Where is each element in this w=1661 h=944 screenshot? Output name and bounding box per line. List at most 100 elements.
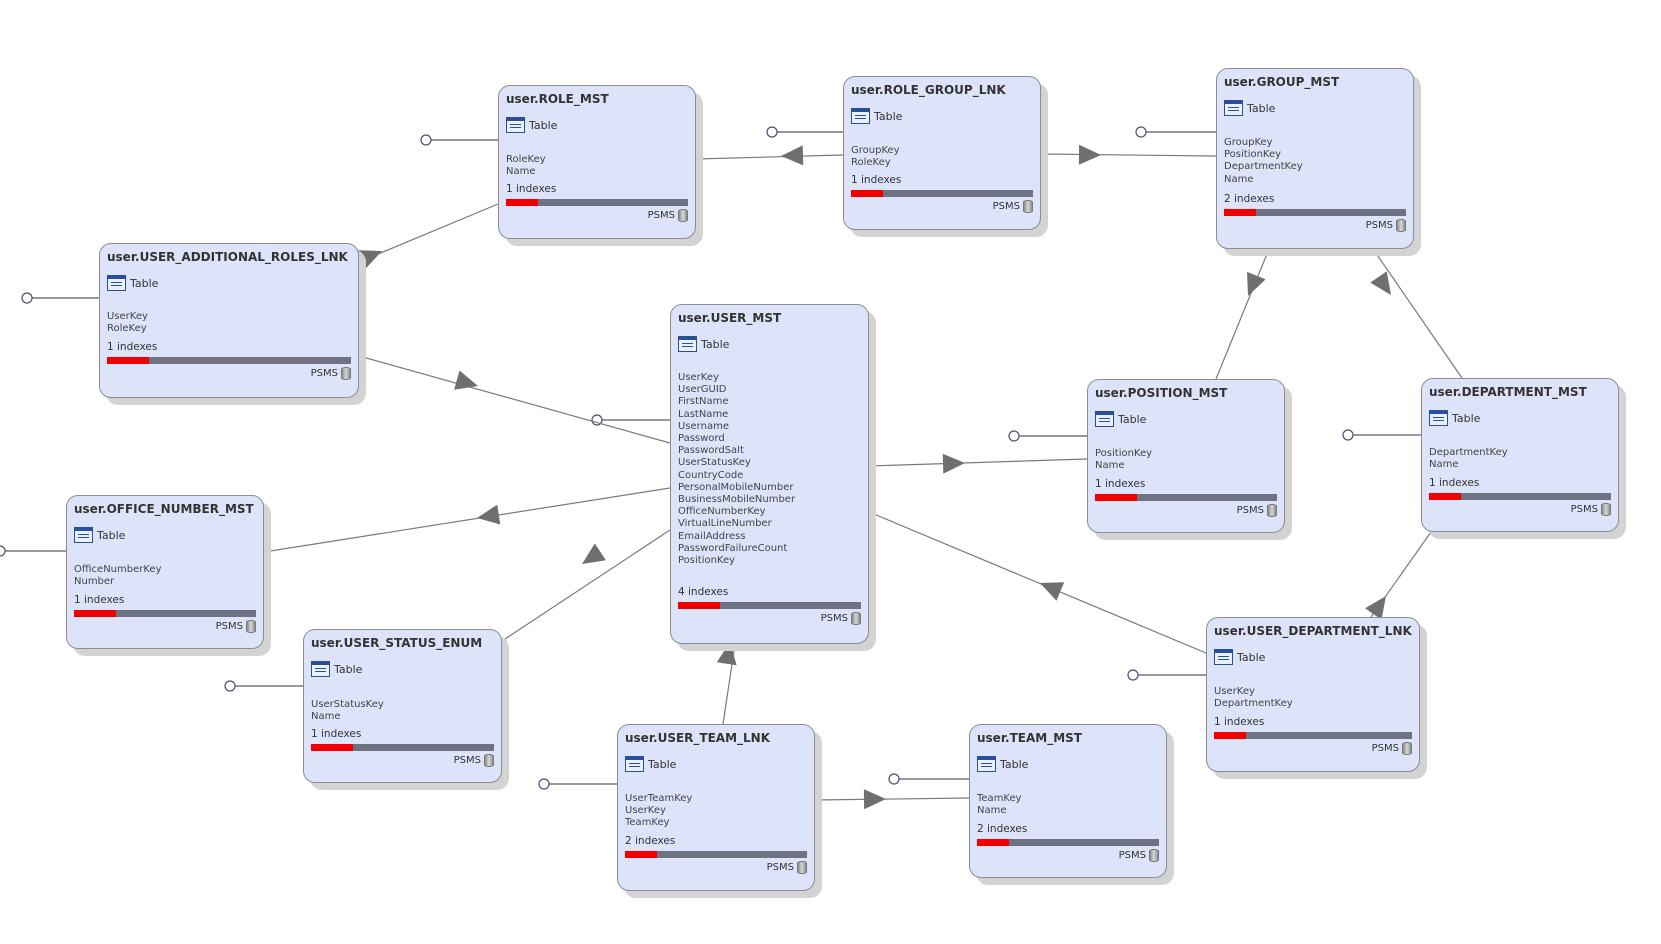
table-field[interactable]: DepartmentKey: [1429, 447, 1508, 458]
table-index-count: 2 indexes: [1224, 193, 1275, 205]
table-field[interactable]: Name: [311, 711, 341, 723]
table-footer: PSMS: [1571, 503, 1611, 516]
table-footer: PSMS: [821, 612, 861, 625]
table-field[interactable]: LastName: [678, 408, 729, 420]
table-field[interactable]: Number: [74, 576, 115, 588]
table-field[interactable]: CountryCode: [678, 469, 744, 481]
relationship-arrowhead: [1078, 144, 1101, 165]
table-field[interactable]: Name: [1095, 460, 1125, 472]
connector-port[interactable]: [1135, 126, 1147, 138]
table-type-row: Table: [1095, 410, 1146, 428]
table-field[interactable]: Username: [678, 420, 729, 432]
table-field[interactable]: Name: [1224, 173, 1254, 185]
table-field[interactable]: FirstName: [678, 396, 729, 408]
table-field[interactable]: RoleKey: [851, 157, 891, 169]
table-index-count: 1 indexes: [1214, 716, 1265, 728]
connector-port[interactable]: [1127, 669, 1139, 681]
relationship-line-user_additional_roles_lnk-role_mst[interactable]: [358, 203, 499, 263]
table-icon: [1429, 410, 1448, 426]
relationship-line-user_additional_roles_lnk-user_mst[interactable]: [358, 355, 671, 444]
table-index-count: 1 indexes: [851, 174, 902, 186]
table-field[interactable]: UserKey: [1214, 686, 1255, 697]
relationship-line-user_mst-office_number_mst[interactable]: [263, 487, 671, 553]
table-field[interactable]: UserKey: [625, 805, 666, 817]
schema-label: PSMS: [310, 368, 338, 379]
table-footer: PSMS: [216, 620, 256, 633]
table-field[interactable]: RoleKey: [506, 154, 546, 165]
table-index-count: 1 indexes: [311, 728, 362, 740]
relationship-line-user_department_lnk-user_mst[interactable]: [868, 511, 1207, 654]
table-field[interactable]: Password: [678, 433, 725, 445]
table-field[interactable]: PositionKey: [1095, 448, 1153, 459]
relationship-line-role_group_lnk-role_mst[interactable]: [695, 154, 844, 160]
relationship-line-user_mst-user_status_enum[interactable]: [501, 529, 671, 642]
table-field[interactable]: Name: [1429, 459, 1459, 471]
table-field[interactable]: BusinessMobileNumber: [678, 494, 796, 506]
table-field[interactable]: RoleKey: [107, 323, 147, 335]
table-title: user.POSITION_MST: [1095, 386, 1228, 400]
relationship-line-user_team_lnk-team_mst[interactable]: [814, 797, 970, 801]
table-field[interactable]: UserGUID: [678, 384, 727, 396]
table-field[interactable]: OfficeNumberKey: [74, 564, 162, 575]
connector-port[interactable]: [21, 292, 33, 304]
connector-port[interactable]: [224, 680, 236, 692]
relationship-arrowhead: [477, 504, 501, 525]
table-field[interactable]: Name: [506, 166, 536, 178]
connector-port[interactable]: [0, 545, 6, 557]
table-index-bar: [1214, 732, 1412, 739]
connector-port[interactable]: [766, 126, 778, 138]
table-field[interactable]: PasswordSalt: [678, 445, 744, 457]
table-field[interactable]: UserKey: [678, 372, 719, 383]
table-field[interactable]: GroupKey: [851, 145, 900, 156]
table-type-row: Table: [1224, 99, 1275, 117]
relationship-line-group_mst-position_mst[interactable]: [1215, 248, 1270, 380]
table-field[interactable]: VirtualLineNumber: [678, 518, 772, 530]
connector-port[interactable]: [1342, 429, 1354, 441]
schema-label: PSMS: [647, 210, 675, 221]
connector-port[interactable]: [1008, 430, 1020, 442]
table-field[interactable]: TeamKey: [625, 817, 670, 829]
table-title: user.USER_STATUS_ENUM: [311, 636, 483, 650]
relationship-line-user_mst-position_mst[interactable]: [868, 458, 1088, 467]
table-field[interactable]: DepartmentKey: [1224, 161, 1303, 173]
relationship-line-role_group_lnk-group_mst[interactable]: [1040, 153, 1217, 157]
table-field[interactable]: DepartmentKey: [1214, 698, 1293, 710]
table-field[interactable]: PositionKey: [1224, 149, 1282, 161]
table-field[interactable]: UserTeamKey: [625, 793, 693, 804]
table-index-count: 2 indexes: [977, 823, 1028, 835]
table-field[interactable]: UserStatusKey: [678, 457, 751, 469]
table-field[interactable]: EmailAddress: [678, 530, 746, 542]
connector-port[interactable]: [420, 134, 432, 146]
table-field[interactable]: UserKey: [107, 311, 148, 322]
table-field[interactable]: PasswordFailureCount: [678, 542, 788, 554]
table-field[interactable]: OfficeNumberKey: [678, 506, 766, 518]
table-field[interactable]: GroupKey: [1224, 137, 1273, 148]
table-index-bar-fill: [311, 744, 353, 751]
table-icon: [506, 117, 525, 133]
connector-port[interactable]: [888, 773, 900, 785]
table-field[interactable]: TeamKey: [977, 793, 1022, 804]
table-index-count: 1 indexes: [1429, 477, 1480, 489]
table-field[interactable]: Name: [977, 805, 1007, 817]
table-field[interactable]: PersonalMobileNumber: [678, 481, 794, 493]
table-type-row: Table: [678, 335, 729, 353]
table-field[interactable]: UserStatusKey: [311, 699, 384, 710]
connector-port[interactable]: [538, 778, 550, 790]
table-field[interactable]: PositionKey: [678, 555, 736, 567]
relationship-line-group_mst-department_mst[interactable]: [1372, 248, 1463, 379]
